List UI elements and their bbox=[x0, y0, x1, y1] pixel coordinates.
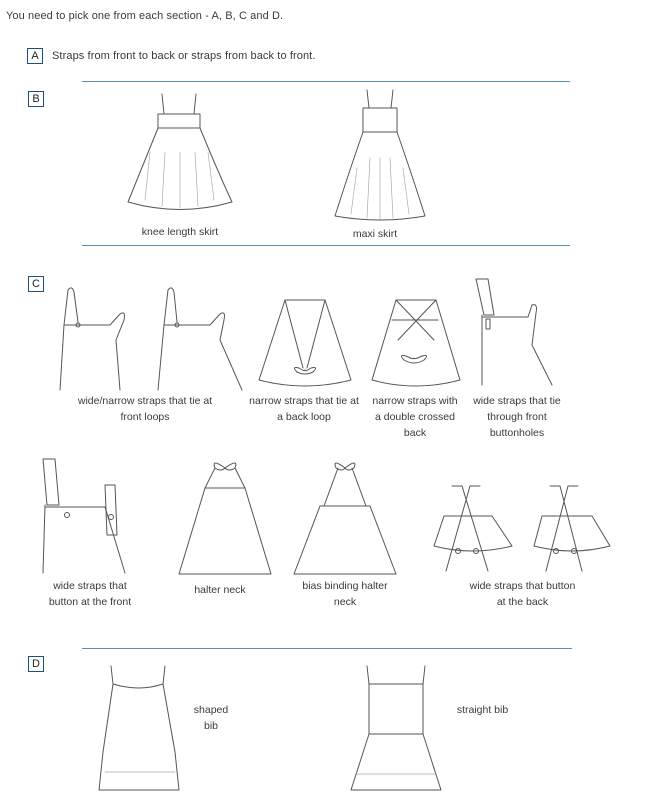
knee-length-skirt-illustration bbox=[127, 93, 233, 210]
caption-straight-bib: straight bib bbox=[456, 704, 509, 716]
caption-front-button-straps: wide straps that button at the front bbox=[48, 580, 132, 608]
front-loop-straps-illustration bbox=[59, 287, 243, 391]
section-d-label: D bbox=[28, 656, 44, 672]
divider-a-b bbox=[82, 81, 570, 82]
section-a-label: A bbox=[27, 48, 43, 64]
caption-bias-binding-halter: bias binding halter neck bbox=[302, 580, 388, 608]
caption-front-buttonhole-straps: wide straps that tie through front butto… bbox=[473, 395, 561, 439]
caption-back-loop-straps: narrow straps that tie at a back loop bbox=[249, 395, 359, 423]
divider-b-c bbox=[82, 245, 570, 246]
caption-knee-length-skirt: knee length skirt bbox=[141, 226, 219, 238]
back-button-straps-illustration bbox=[433, 485, 611, 572]
caption-front-loop-straps: wide/narrow straps that tie at front loo… bbox=[77, 395, 213, 423]
shaped-bib-illustration bbox=[98, 665, 180, 791]
caption-back-button-straps: wide straps that button at the back bbox=[469, 580, 576, 608]
bias-binding-halter-illustration bbox=[293, 462, 397, 575]
double-crossed-back-illustration bbox=[371, 299, 461, 387]
halter-neck-illustration bbox=[178, 462, 272, 575]
section-b-label: B bbox=[28, 91, 44, 107]
maxi-skirt-illustration bbox=[334, 89, 426, 221]
front-buttonhole-straps-illustration bbox=[475, 278, 553, 386]
section-a-text: Straps from front to back or straps from… bbox=[52, 50, 316, 62]
caption-shaped-bib: shaped bib bbox=[193, 704, 229, 732]
back-loop-straps-illustration bbox=[258, 299, 352, 387]
caption-halter-neck: halter neck bbox=[194, 584, 246, 596]
section-c-label: C bbox=[28, 276, 44, 292]
front-button-straps-illustration bbox=[42, 458, 126, 574]
caption-double-crossed-back: narrow straps with a double crossed back bbox=[372, 395, 458, 439]
instruction-text: You need to pick one from each section -… bbox=[6, 10, 284, 22]
divider-c-d bbox=[82, 648, 572, 649]
straight-bib-illustration bbox=[350, 665, 442, 791]
caption-maxi-skirt: maxi skirt bbox=[352, 228, 398, 240]
